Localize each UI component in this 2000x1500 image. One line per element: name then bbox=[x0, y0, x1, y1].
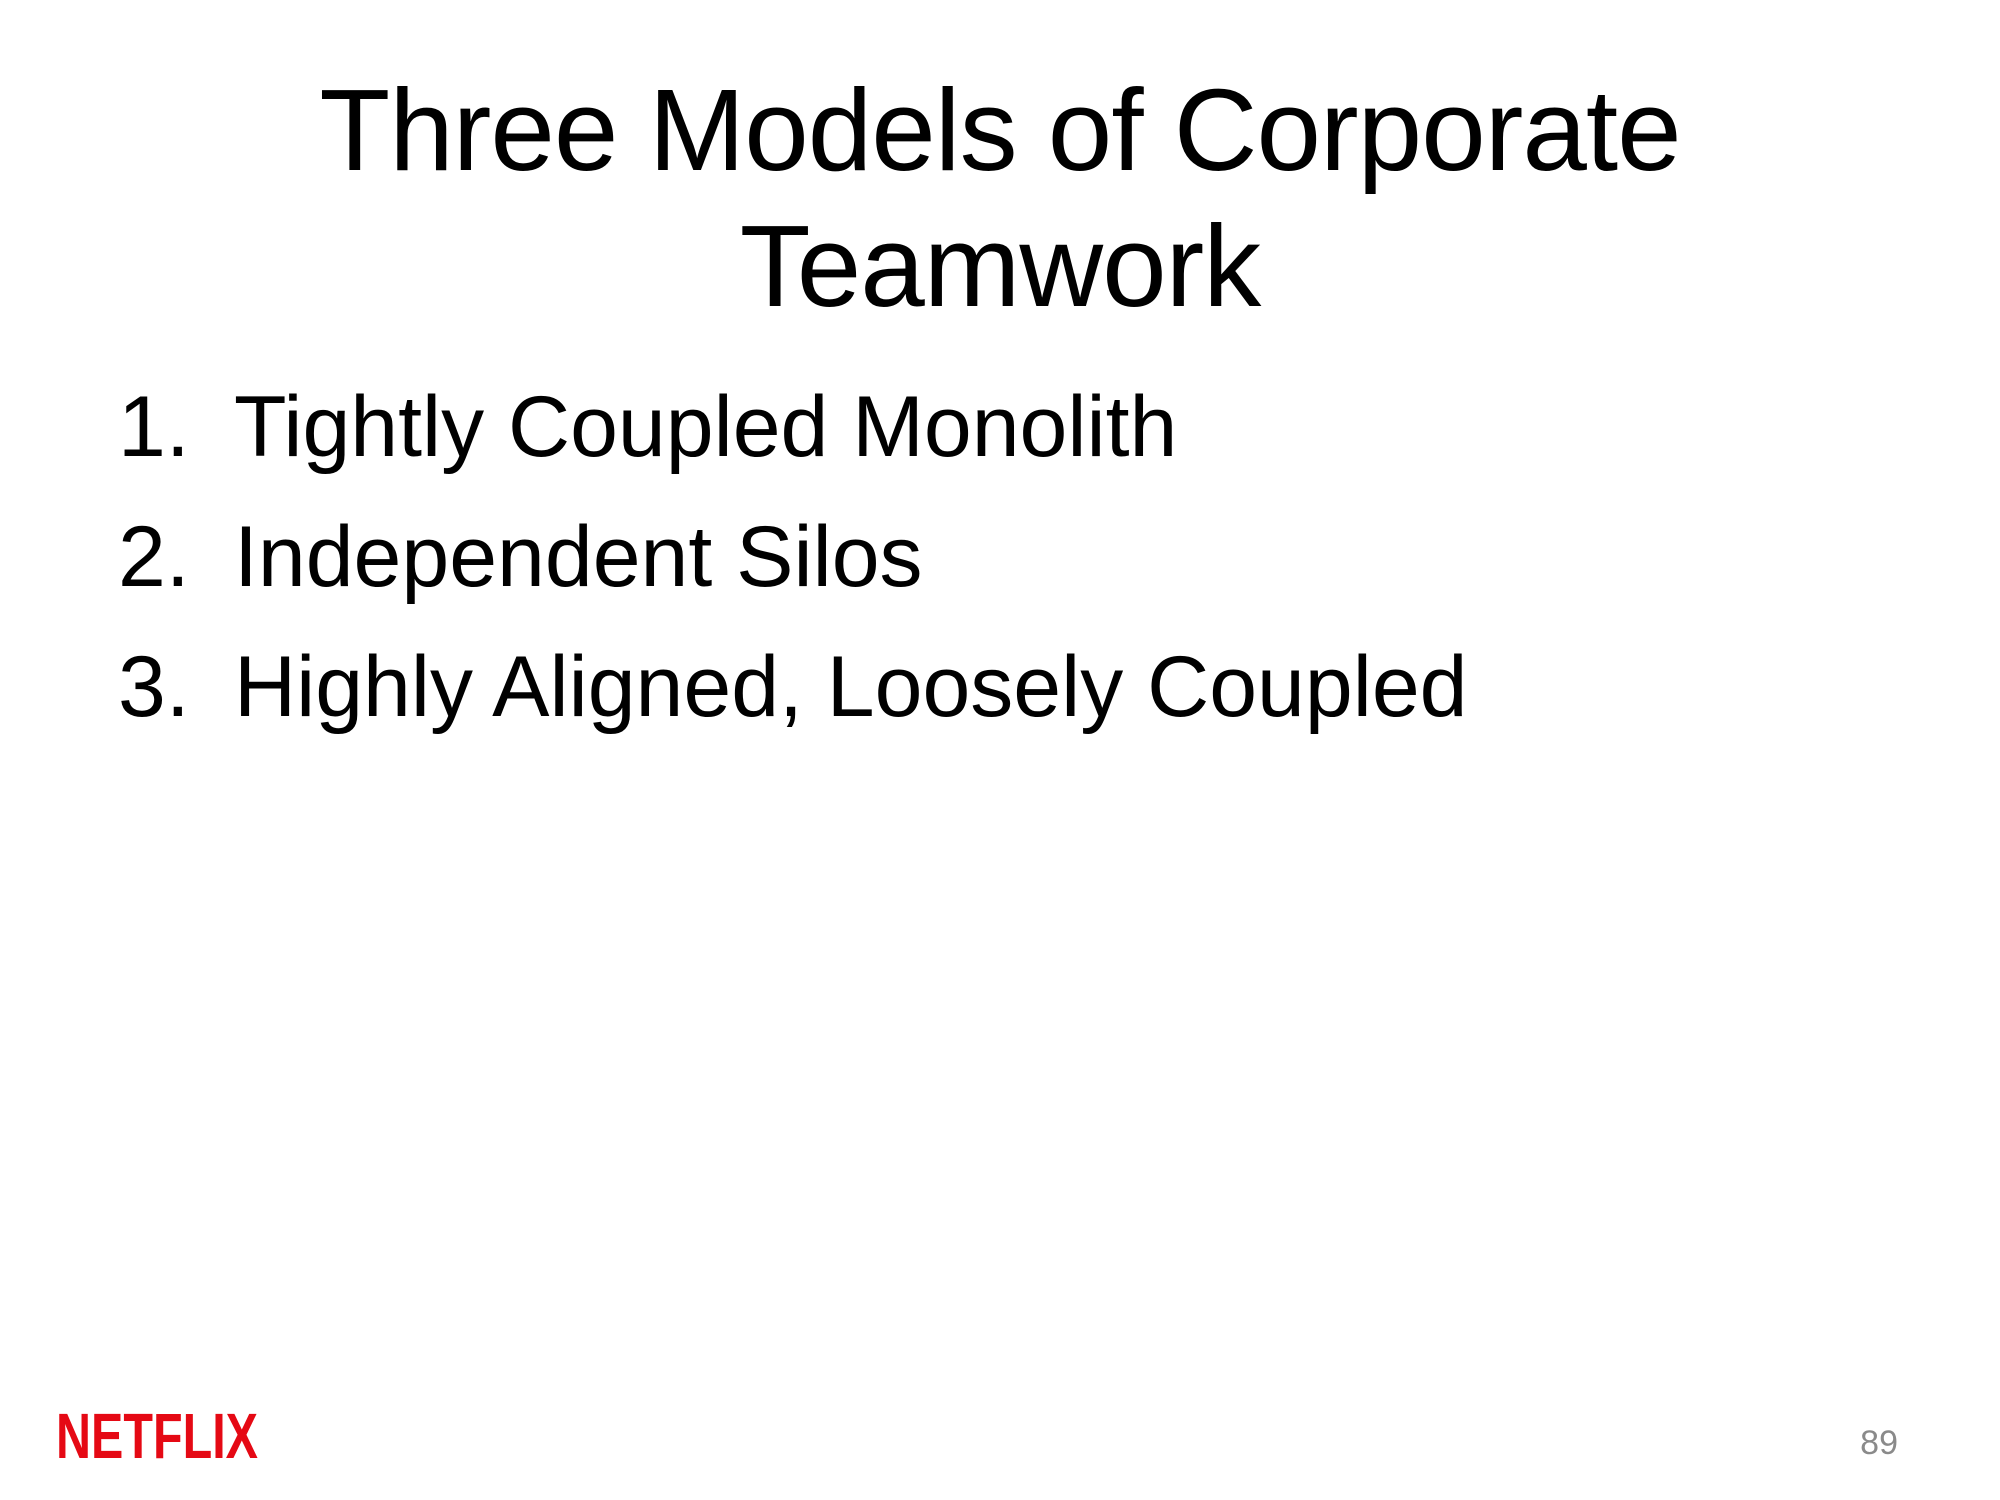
slide-title-line-2: Teamwork bbox=[739, 201, 1262, 331]
numbered-list: 1. Tightly Coupled Monolith 2. Independe… bbox=[118, 362, 1467, 752]
page-number: 89 bbox=[1860, 1424, 1898, 1462]
list-item-number: 1. bbox=[118, 379, 190, 475]
netflix-logo-text: NETFLIX bbox=[56, 1400, 258, 1470]
list-item-text: Tightly Coupled Monolith bbox=[234, 379, 1178, 475]
list-item-number: 2. bbox=[118, 509, 190, 605]
slide-title-line-1: Three Models of Corporate bbox=[319, 65, 1681, 195]
slide-title: Three Models of Corporate Teamwork bbox=[0, 62, 2000, 334]
list-item: 3. Highly Aligned, Loosely Coupled bbox=[118, 622, 1467, 752]
netflix-logo: NETFLIX bbox=[56, 1400, 258, 1470]
list-item-number: 3. bbox=[118, 639, 190, 735]
list-item-text: Highly Aligned, Loosely Coupled bbox=[234, 639, 1468, 735]
list-item: 1. Tightly Coupled Monolith bbox=[118, 362, 1467, 492]
list-item: 2. Independent Silos bbox=[118, 492, 1467, 622]
list-item-text: Independent Silos bbox=[234, 509, 923, 605]
